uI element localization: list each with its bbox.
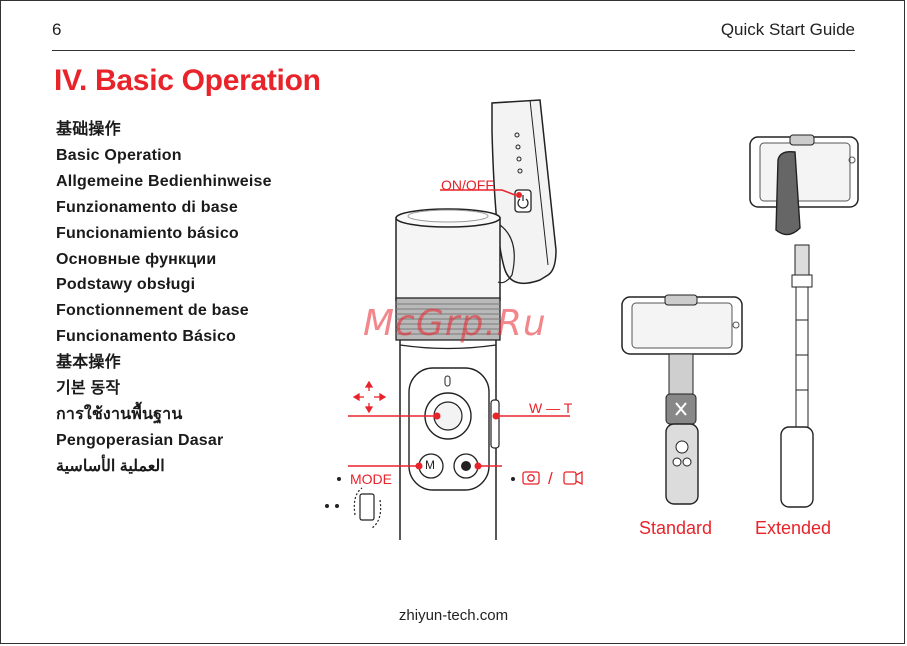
extended-caption: Extended xyxy=(755,518,832,538)
video-camera-icon xyxy=(563,470,583,486)
callout-lines xyxy=(348,189,570,467)
page-number: 6 xyxy=(52,20,62,39)
mode-label: MODE xyxy=(350,471,392,487)
standard-gimbal-illustration xyxy=(621,294,743,505)
photo-video-separator: / xyxy=(548,469,553,488)
gimbal-arm xyxy=(491,99,557,285)
joystick-direction-icon xyxy=(352,380,387,414)
lang-item-th: การใช้งานพื้นฐาน xyxy=(56,405,183,423)
lang-item-ru: Основные функции xyxy=(56,250,217,268)
camera-icon xyxy=(522,471,540,485)
lang-item-fr: Fonctionnement de base xyxy=(56,302,249,320)
lang-item-zh-cn: 基础操作 xyxy=(56,121,121,138)
lang-item-ar: العملية الأساسية xyxy=(56,457,165,475)
language-list: 基础操作 Basic Operation Allgemeine Bedienhi… xyxy=(56,117,272,480)
guide-title: Quick Start Guide xyxy=(720,20,855,39)
zoom-label: W — T xyxy=(529,400,573,416)
header-divider xyxy=(52,50,855,51)
standard-caption: Standard xyxy=(639,518,713,538)
lang-item-id: Pengoperasian Dasar xyxy=(56,431,224,449)
lang-item-es: Funcionamiento básico xyxy=(56,224,239,242)
lang-item-it: Funzionamento di base xyxy=(56,198,238,216)
rotate-mode-icon xyxy=(325,487,382,529)
lang-item-de: Allgemeine Bedienhinweise xyxy=(56,172,272,190)
lang-item-pt: Funcionamento Básico xyxy=(56,328,237,346)
mode-button-letter: M xyxy=(425,458,435,472)
footer-website: zhiyun-tech.com xyxy=(398,607,509,624)
lang-item-ja: 基本操作 xyxy=(56,354,121,372)
power-icon xyxy=(517,195,529,209)
gimbal-handle xyxy=(399,340,500,540)
gimbal-motor xyxy=(395,208,515,341)
watermark: McGrp.Ru xyxy=(363,303,547,344)
extended-gimbal-illustration xyxy=(749,134,859,508)
lang-item-pl: Podstawy obsługi xyxy=(56,276,196,294)
on-off-label: ON/OFF xyxy=(441,177,494,193)
lang-item-ko: 기본 동작 xyxy=(56,380,121,398)
lang-item-en: Basic Operation xyxy=(56,146,182,164)
section-title: IV. Basic Operation xyxy=(54,64,321,97)
